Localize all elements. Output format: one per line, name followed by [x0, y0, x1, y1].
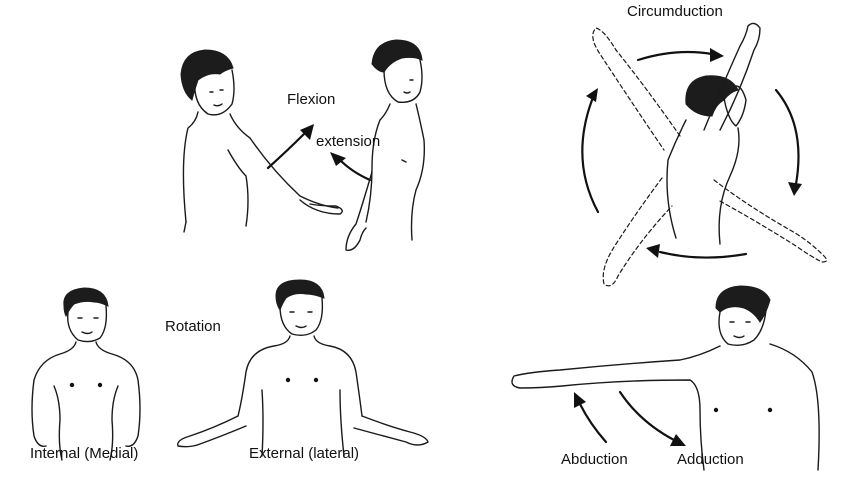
circumduction-figure	[592, 22, 828, 287]
abduction-arrow	[574, 392, 608, 444]
circumduction-label: Circumduction	[627, 3, 723, 20]
adduction-arrow	[618, 390, 686, 446]
extension-arrow	[330, 152, 372, 182]
abduction-label: Abduction	[561, 451, 628, 468]
internal-rotation-figure	[31, 287, 141, 461]
abduction-figure	[511, 285, 820, 471]
external-rotation-label: External (lateral)	[249, 445, 360, 462]
flexion-label: Flexion	[287, 91, 336, 108]
flexion-arrow	[266, 124, 314, 170]
internal-rotation-label: Internal (Medial)	[30, 445, 139, 462]
extension-figure-side	[345, 39, 426, 251]
external-rotation-figure	[177, 279, 429, 457]
flexion-figure-front	[180, 49, 343, 233]
circumduction-arrows	[581, 48, 802, 259]
extension-label: extension	[316, 133, 381, 150]
adduction-label: Adduction	[677, 451, 744, 468]
rotation-label: Rotation	[165, 318, 221, 335]
